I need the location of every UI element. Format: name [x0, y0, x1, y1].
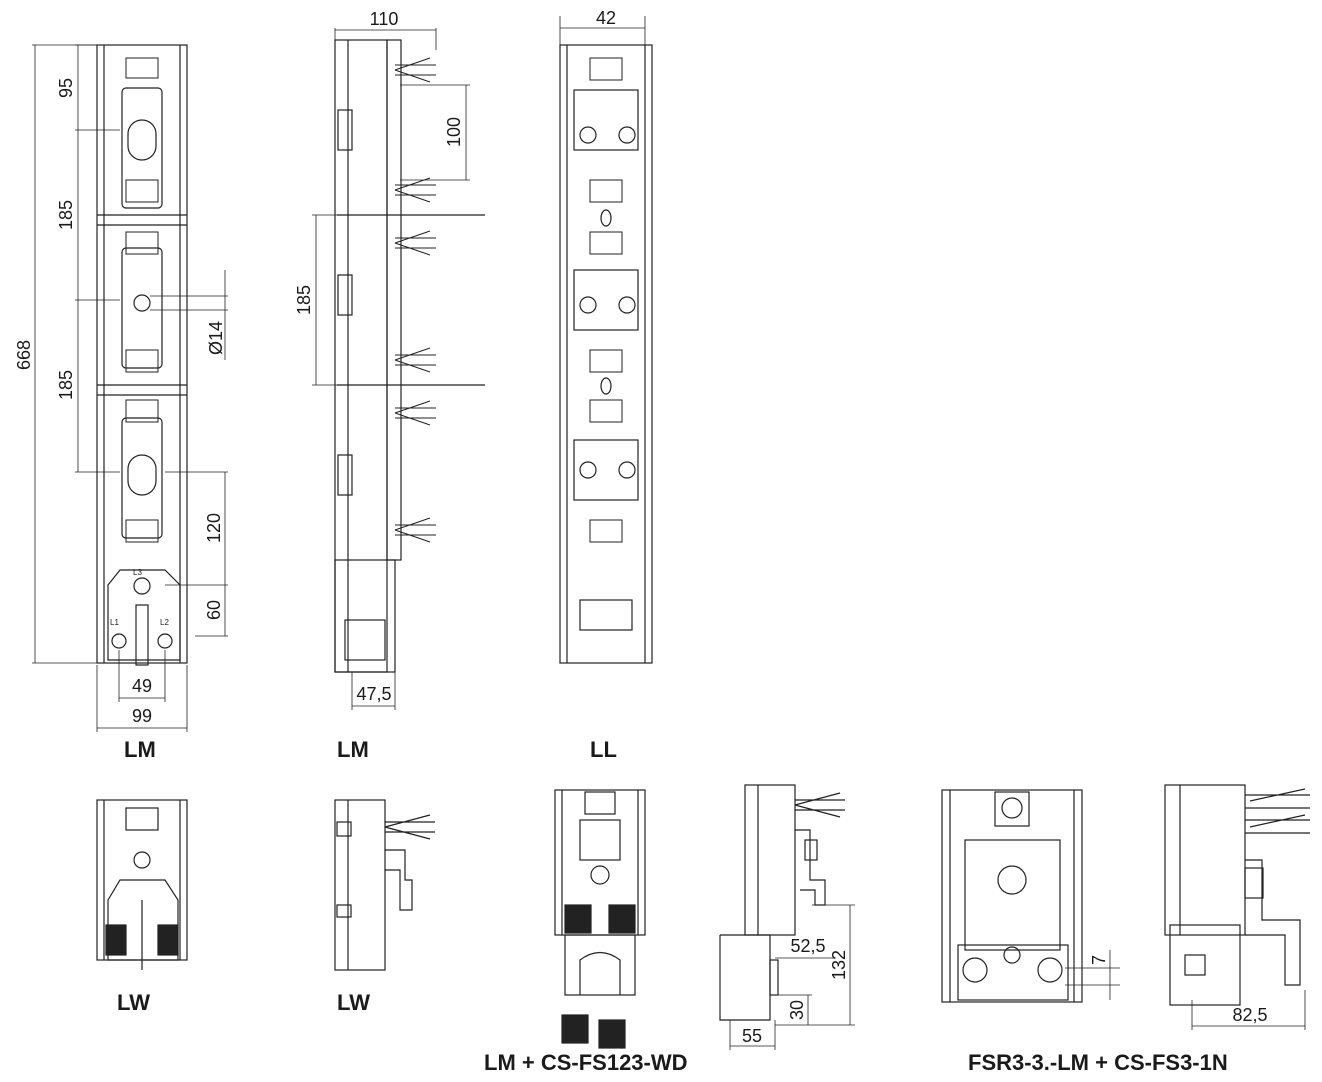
dim-132: 132: [829, 950, 849, 980]
view-label-lw-side: LW: [337, 990, 370, 1015]
dim-30: 30: [787, 1000, 807, 1020]
lm-cs-fs123-wd-front: [554, 789, 646, 1049]
view-label-ll: LL: [590, 737, 617, 762]
phase-marking-l3: L3: [133, 568, 142, 577]
fsr3-cs-fs3-1n-side: [1164, 784, 1310, 1030]
view-label-lm-cs-fs123-wd: LM + CS-FS123-WD: [484, 1050, 688, 1075]
dim-120: 120: [204, 513, 224, 543]
phase-marking-l2: L2: [160, 618, 169, 627]
dim-185-side: 185: [294, 285, 314, 315]
dim-49: 49: [132, 676, 152, 696]
view-label-lm-front: LM: [124, 737, 156, 762]
dim-diameter-14: Ø14: [206, 321, 226, 355]
dim-99: 99: [132, 706, 152, 726]
dim-100: 100: [444, 117, 464, 147]
lm-cs-fs123-wd-side: [719, 784, 855, 1050]
dim-55: 55: [742, 1026, 762, 1046]
dim-185-lower: 185: [56, 370, 76, 400]
dim-52-5: 52,5: [790, 936, 825, 956]
view-label-fsr3-cs-fs3-1n: FSR3-3.-LM + CS-FS3-1N: [968, 1050, 1228, 1075]
lw-front-view: [96, 799, 188, 970]
dim-7: 7: [1089, 955, 1109, 965]
ll-front-view: [559, 16, 653, 664]
dim-42: 42: [596, 8, 616, 28]
lw-side-view: [334, 799, 435, 971]
dim-185-upper: 185: [56, 200, 76, 230]
phase-marking-l1: L1: [110, 618, 119, 627]
lm-side-view: [312, 28, 485, 710]
dim-95: 95: [56, 78, 76, 98]
dim-47-5: 47,5: [356, 684, 391, 704]
lm-front-view: [32, 44, 228, 732]
dim-110: 110: [370, 9, 399, 29]
dim-60: 60: [204, 600, 224, 620]
view-label-lw-front: LW: [117, 990, 150, 1015]
dim-668: 668: [14, 340, 34, 370]
fsr3-cs-fs3-1n-front: [941, 789, 1120, 1003]
dim-82-5: 82,5: [1232, 1005, 1267, 1025]
view-label-lm-side: LM: [337, 737, 369, 762]
